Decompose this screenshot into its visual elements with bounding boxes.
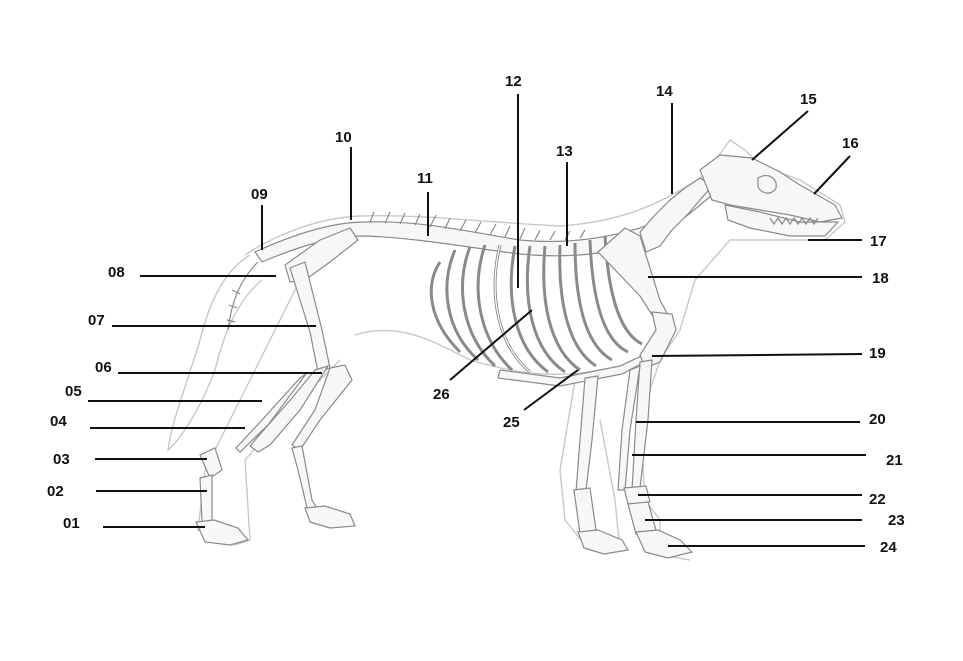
rib-9 xyxy=(558,244,597,368)
label-04: 04 xyxy=(50,413,67,430)
tail-outline xyxy=(167,254,263,452)
far-fore-phalanges xyxy=(577,529,629,555)
label-02: 02 xyxy=(47,483,64,500)
back-and-tail-outline xyxy=(244,139,846,561)
label-10: 10 xyxy=(335,129,352,146)
rib-6 xyxy=(509,245,549,374)
tibia xyxy=(249,364,330,453)
label-15: 15 xyxy=(800,91,817,108)
cervical-vertebrae xyxy=(639,177,713,253)
label-23: 23 xyxy=(888,512,905,529)
leader-26 xyxy=(449,309,533,381)
label-17: 17 xyxy=(870,233,887,250)
skull-bones xyxy=(699,154,843,237)
rib-2 xyxy=(445,249,480,362)
belly-outline xyxy=(354,329,601,375)
far-fore-metacarpals xyxy=(573,487,597,535)
rib-8 xyxy=(542,245,581,372)
rib-cage xyxy=(429,235,653,387)
scapula xyxy=(597,227,669,319)
leader-15 xyxy=(751,110,809,161)
hind-limb-bones xyxy=(195,227,359,546)
caudal-vertebrae xyxy=(226,261,259,331)
label-13: 13 xyxy=(556,143,573,160)
label-06: 06 xyxy=(95,359,112,376)
label-16: 16 xyxy=(842,135,859,152)
label-25: 25 xyxy=(503,414,520,431)
hind-phalanges xyxy=(195,519,250,546)
rib-1 xyxy=(429,261,462,354)
hind-leg-outline xyxy=(197,279,341,546)
rib-11 xyxy=(588,239,629,354)
label-01: 01 xyxy=(63,515,80,532)
label-05: 05 xyxy=(65,383,82,400)
tarsals xyxy=(199,447,223,479)
label-09: 09 xyxy=(251,186,268,203)
fore-phalanges xyxy=(635,529,694,559)
rib-3 xyxy=(460,246,497,368)
label-03: 03 xyxy=(53,451,70,468)
rib-4 xyxy=(476,244,514,372)
mandible xyxy=(724,204,840,237)
rib-10 xyxy=(573,242,613,362)
label-20: 20 xyxy=(869,411,886,428)
label-26: 26 xyxy=(433,386,450,403)
far-hind-tibia xyxy=(291,364,353,451)
humerus xyxy=(639,311,677,369)
label-24: 24 xyxy=(880,539,897,556)
labels: 01 02 03 04 05 06 07 08 09 10 11 12 13 1… xyxy=(47,73,905,556)
carpals xyxy=(623,485,651,505)
label-14: 14 xyxy=(656,83,673,100)
rib-highlight xyxy=(494,244,531,373)
far-hind-metatarsals xyxy=(291,445,319,513)
label-08: 08 xyxy=(108,264,125,281)
label-22: 22 xyxy=(869,491,886,508)
metatarsals xyxy=(199,474,213,523)
femur xyxy=(289,261,331,373)
label-11: 11 xyxy=(417,170,433,187)
label-19: 19 xyxy=(869,345,886,362)
fore-limb-bones xyxy=(573,227,694,559)
label-18: 18 xyxy=(872,270,889,287)
metacarpals xyxy=(627,501,657,535)
rib-7 xyxy=(525,245,566,374)
label-21: 21 xyxy=(886,452,903,469)
leader-19 xyxy=(651,353,863,357)
leader-lines xyxy=(88,94,866,547)
teeth xyxy=(769,216,819,226)
leader-16 xyxy=(813,155,851,195)
orbit xyxy=(757,175,777,194)
leader-25 xyxy=(523,369,579,411)
cranium xyxy=(699,154,843,223)
far-hind-phalanges xyxy=(304,505,356,529)
label-12: 12 xyxy=(505,73,522,90)
far-fore-radius xyxy=(575,375,599,493)
label-07: 07 xyxy=(88,312,105,329)
